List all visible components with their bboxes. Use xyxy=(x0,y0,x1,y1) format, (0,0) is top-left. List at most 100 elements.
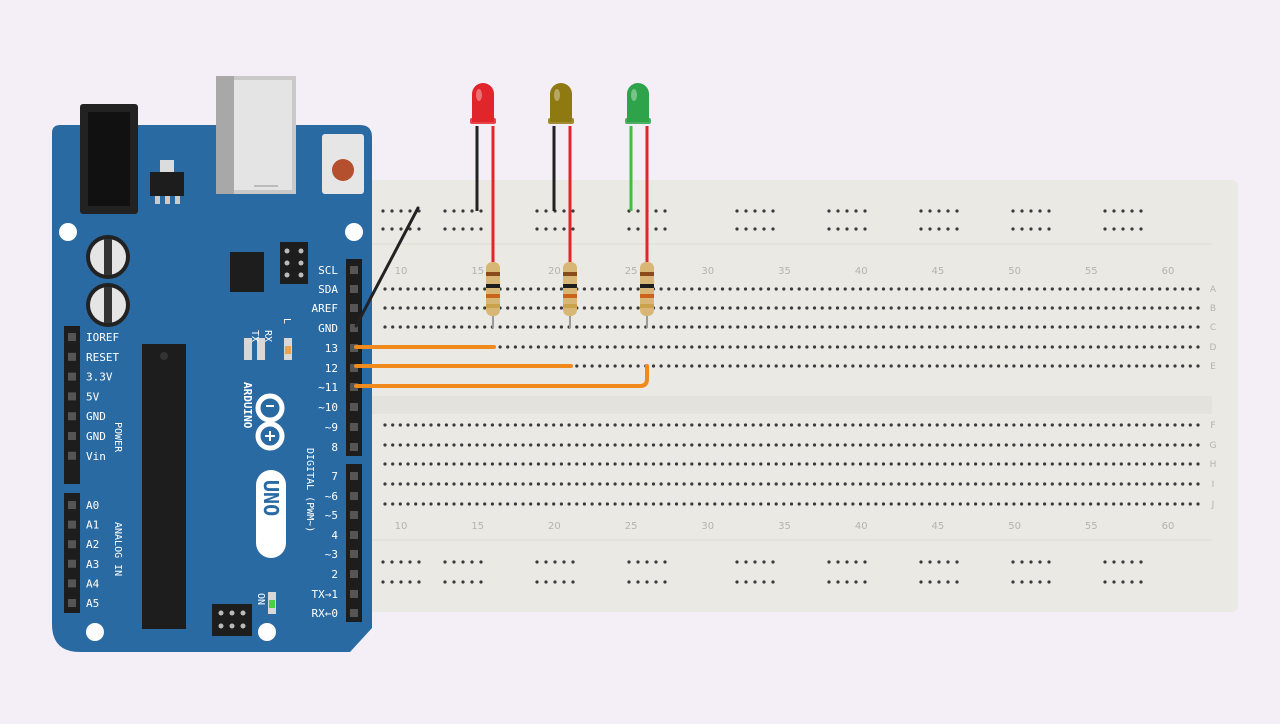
breadboard-hole xyxy=(782,364,786,368)
breadboard-hole xyxy=(828,423,832,427)
breadboard-hole xyxy=(782,345,786,349)
rail-hole xyxy=(663,560,667,564)
resistor[interactable] xyxy=(563,262,577,328)
rail-hole xyxy=(1139,209,1143,213)
red-led[interactable] xyxy=(470,83,496,262)
breadboard-hole xyxy=(521,482,525,486)
breadboard-hole xyxy=(1020,306,1024,310)
header-pin[interactable] xyxy=(350,403,358,411)
header-pin[interactable] xyxy=(68,540,76,549)
header-pin[interactable] xyxy=(68,559,76,568)
header-pin[interactable] xyxy=(68,333,76,341)
breadboard-hole xyxy=(1135,306,1139,310)
rail-hole xyxy=(928,560,932,564)
breadboard-hole xyxy=(789,462,794,466)
breadboard-hole xyxy=(805,345,809,349)
header-pin[interactable] xyxy=(350,511,358,519)
rail-hole xyxy=(753,209,757,213)
breadboard-hole xyxy=(1012,462,1016,466)
breadboard-hole xyxy=(958,482,962,486)
header-pin[interactable] xyxy=(68,520,76,529)
header-pin[interactable] xyxy=(350,383,358,391)
breadboard-hole xyxy=(605,325,610,329)
header-pin[interactable] xyxy=(68,432,76,440)
breadboard-hole xyxy=(874,287,878,291)
header-pin[interactable] xyxy=(350,472,358,480)
breadboard-hole xyxy=(1127,443,1131,447)
breadboard-hole xyxy=(820,482,824,486)
breadboard-hole xyxy=(866,423,870,427)
breadboard-hole xyxy=(943,462,947,466)
rail-hole xyxy=(571,580,575,584)
header-pin[interactable] xyxy=(68,599,76,607)
breadboard-hole xyxy=(997,443,1001,447)
header-pin[interactable] xyxy=(68,501,76,509)
breadboard-hole xyxy=(498,443,502,447)
header-pin[interactable] xyxy=(68,352,76,361)
header-pin[interactable] xyxy=(350,304,358,312)
breadboard-hole xyxy=(398,462,402,466)
header-pin[interactable] xyxy=(350,285,358,293)
breadboard-hole xyxy=(997,423,1001,427)
breadboard-hole xyxy=(1158,423,1162,427)
header-pin[interactable] xyxy=(350,570,358,578)
header-pin[interactable] xyxy=(68,412,76,421)
breadboard-hole xyxy=(452,423,456,427)
header-pin[interactable] xyxy=(68,392,76,401)
breadboard-hole xyxy=(736,306,740,310)
breadboard-hole xyxy=(736,345,740,349)
breadboard-hole xyxy=(958,345,962,349)
header-pin[interactable] xyxy=(350,492,358,500)
breadboard-hole xyxy=(659,364,663,368)
breadboard-hole xyxy=(1081,443,1085,447)
header-pin[interactable] xyxy=(350,423,358,431)
breadboard-hole xyxy=(529,325,533,329)
green-led[interactable] xyxy=(625,83,651,262)
arduino-board[interactable]: TX RX L ON ARDUINO UNO SCLSDAAREFGND1312… xyxy=(52,76,372,652)
resistor[interactable] xyxy=(486,262,500,328)
breadboard-hole xyxy=(1089,482,1093,486)
breadboard-hole xyxy=(398,482,402,486)
pin11-wire[interactable] xyxy=(354,364,649,388)
breadboard-hole xyxy=(1127,345,1131,349)
header-pin[interactable] xyxy=(350,266,358,274)
breadboard-hole xyxy=(974,325,978,329)
breadboard-hole xyxy=(667,364,671,368)
header-pin[interactable] xyxy=(350,443,358,451)
breadboard-hole xyxy=(774,306,778,310)
yellow-led[interactable] xyxy=(548,83,574,262)
breadboard-hole xyxy=(421,423,425,427)
breadboard-hole xyxy=(598,325,602,329)
breadboard-hole xyxy=(598,287,602,291)
breadboard-hole xyxy=(1150,482,1154,486)
breadboard-hole xyxy=(552,345,556,349)
breadboard-hole xyxy=(705,462,709,466)
breadboard-hole xyxy=(766,325,771,329)
rail-hole xyxy=(452,209,456,213)
header-pin[interactable] xyxy=(68,451,76,460)
breadboard-hole xyxy=(759,306,763,310)
header-pin[interactable] xyxy=(350,590,358,598)
header-pin[interactable] xyxy=(350,550,358,558)
gnd-wire[interactable] xyxy=(354,206,420,328)
header-pin[interactable] xyxy=(350,531,358,539)
breadboard-hole xyxy=(858,364,863,368)
reset-button-cap[interactable] xyxy=(332,159,354,181)
header-pin[interactable] xyxy=(350,364,358,372)
breadboard-hole xyxy=(858,482,863,486)
header-pin[interactable] xyxy=(68,579,76,588)
digital-header-lower xyxy=(346,464,362,622)
breadboard-hole xyxy=(644,423,648,427)
header-pin[interactable] xyxy=(350,324,358,332)
header-pin[interactable] xyxy=(68,372,76,381)
resistor[interactable] xyxy=(640,262,654,328)
header-pin[interactable] xyxy=(350,344,358,352)
breadboard-hole xyxy=(674,325,679,329)
header-pin[interactable] xyxy=(350,609,358,617)
breadboard-hole xyxy=(728,423,732,427)
rail-hole xyxy=(645,560,649,564)
column-number: 50 xyxy=(1008,521,1021,532)
breadboard-hole xyxy=(751,287,755,291)
breadboard-hole xyxy=(705,482,709,486)
